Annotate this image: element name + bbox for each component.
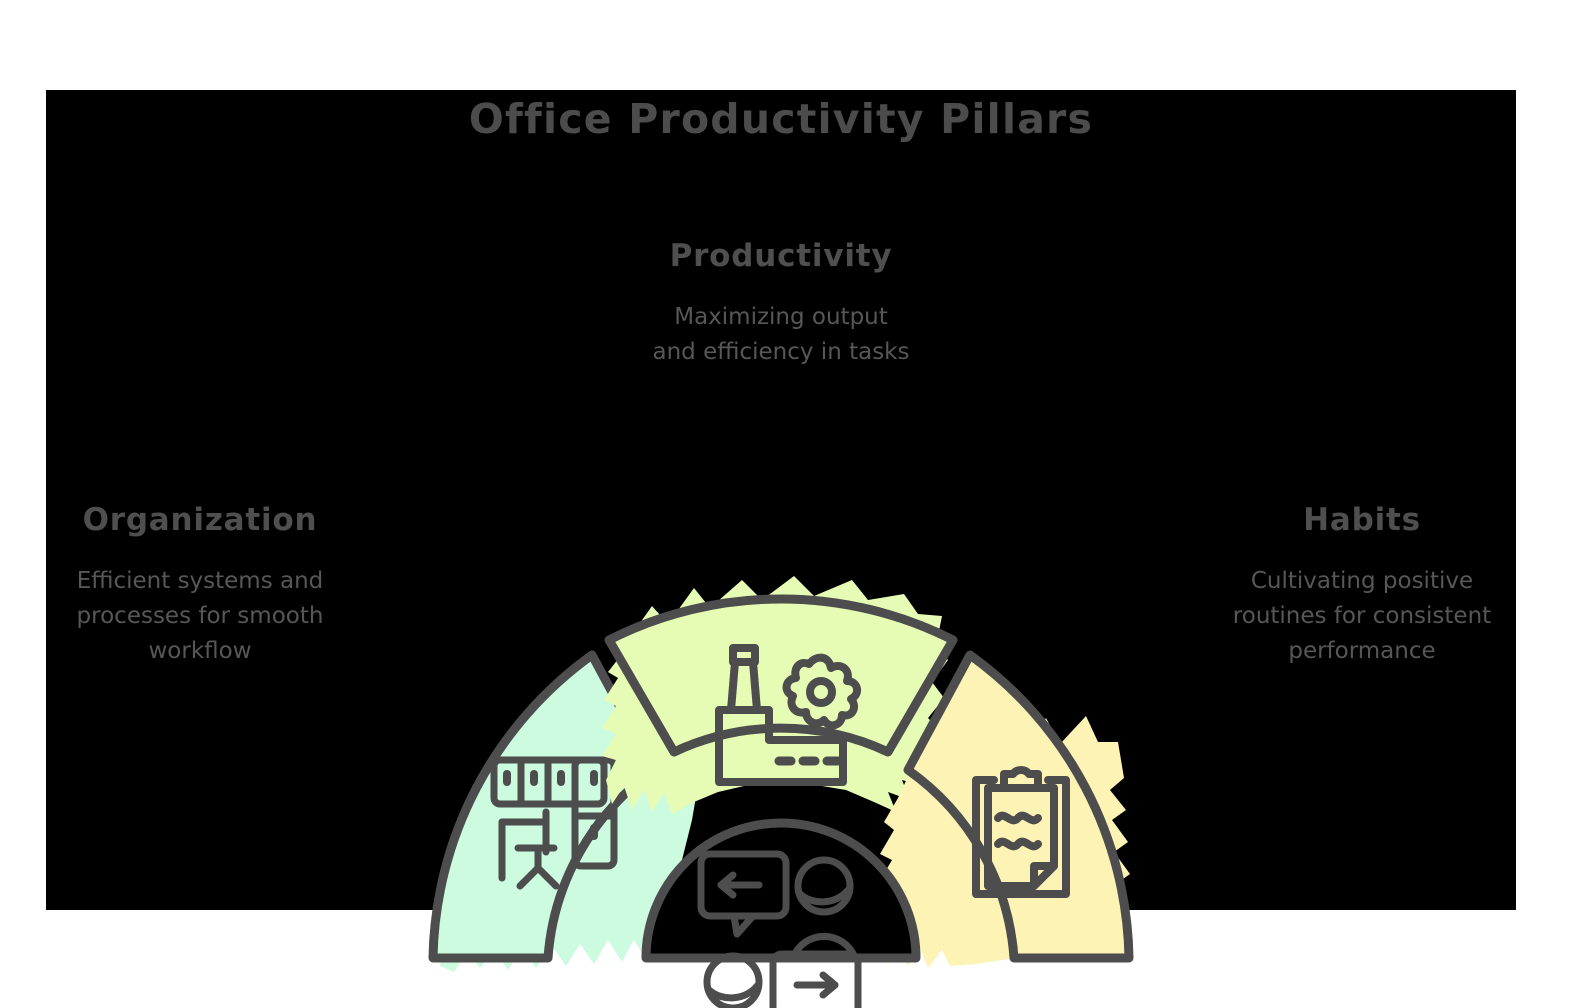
pillar-productivity-desc-line-1: Maximizing output [674, 304, 888, 330]
center-hub-arc [641, 818, 921, 963]
pillar-habits: Habits Cultivating positive routines for… [1182, 502, 1542, 669]
center-hub[interactable] [641, 818, 921, 1008]
pillar-organization-desc-line-3: workflow [148, 638, 252, 664]
segment-organization[interactable] [428, 650, 698, 972]
pillar-organization-desc-line-1: Efficient systems and [76, 568, 324, 594]
pillar-habits-desc-line-3: performance [1288, 638, 1436, 664]
pillar-productivity-label: Productivity [669, 238, 893, 274]
pillar-habits-description: Cultivating positive routines for consis… [1182, 564, 1542, 669]
pillar-productivity-description: Maximizing output and efficiency in task… [531, 300, 1031, 370]
pillar-habits-desc-line-2: routines for consistent [1232, 603, 1492, 629]
segment-productivity[interactable] [602, 576, 958, 814]
diagram-svg [428, 576, 1134, 1008]
semicircle-diagram [376, 460, 1186, 1008]
pillar-habits-label: Habits [1303, 502, 1421, 538]
pillar-organization-label: Organization [82, 502, 318, 538]
pillar-habits-desc-line-1: Cultivating positive [1250, 568, 1474, 594]
pillar-organization-description: Efficient systems and processes for smoo… [20, 564, 380, 669]
segment-productivity-wedge[interactable] [604, 594, 958, 757]
segment-habits-wedge[interactable] [903, 650, 1134, 963]
pillar-productivity: Productivity Maximizing output and effic… [531, 238, 1031, 370]
pillar-productivity-desc-line-2: and efficiency in tasks [652, 339, 910, 365]
diagram-stage: Office Productivity Pillars Productivity… [46, 90, 1516, 1008]
office-desk-cabinet-icon [490, 756, 618, 890]
segment-habits[interactable] [876, 650, 1134, 968]
people-speech-bubbles-icon [697, 850, 862, 1008]
clipboard-notes-icon [972, 766, 1070, 898]
page-title: Office Productivity Pillars [468, 95, 1094, 143]
factory-gear-icon [715, 644, 862, 786]
pillar-organization: Organization Efficient systems and proce… [20, 502, 380, 669]
pillar-organization-desc-line-2: processes for smooth [76, 603, 324, 629]
